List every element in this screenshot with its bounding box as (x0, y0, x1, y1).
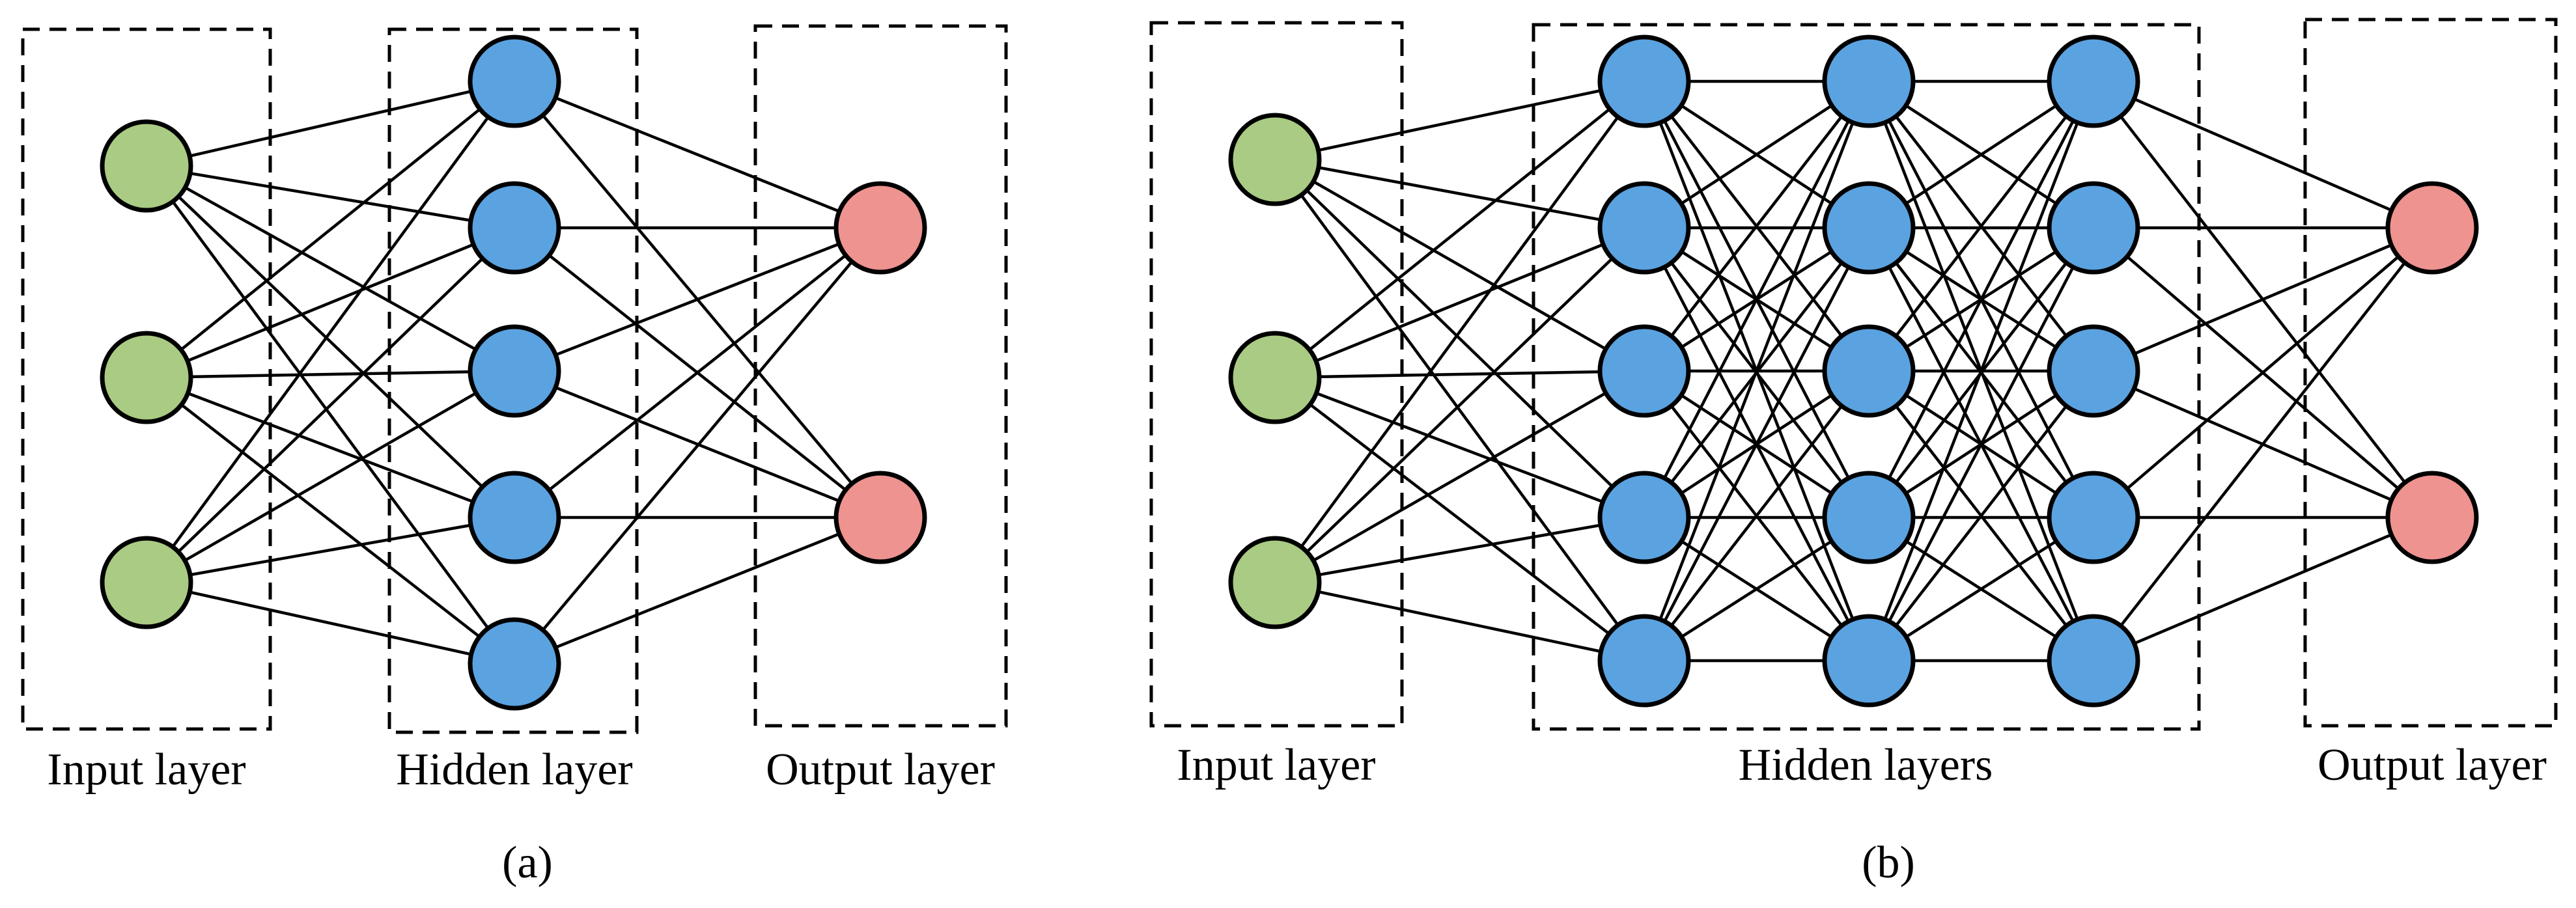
input-neuron-l0-n2 (1228, 536, 1322, 629)
connection-l0-n0-to-l1-n3 (1274, 158, 1645, 519)
connection-l0-n0-to-l1-n1 (1274, 158, 1645, 230)
connection-l0-n0-to-l1-n4 (145, 165, 516, 665)
hidden-neuron-l1-n0 (468, 34, 561, 128)
connection-l0-n0-to-l1-n0 (146, 79, 515, 168)
panel-b-hidden-label: Hidden layers (1739, 740, 1993, 790)
panel-b: Input layer Hidden layers Output layer (… (1149, 18, 2558, 888)
connection-l0-n2-to-l1-n2 (1274, 370, 1645, 584)
input-neuron-l0-n0 (1228, 113, 1322, 206)
connection-l1-n4-to-l2-n1 (514, 516, 881, 666)
panel-b-output-label: Output layer (2317, 740, 2547, 790)
panel-a-hidden-label: Hidden layer (396, 745, 632, 795)
connection-l0-n0-to-l1-n3 (145, 165, 516, 519)
connection-l0-n0-to-l1-n2 (145, 165, 516, 372)
hidden-neuron-l3-n2 (2047, 324, 2140, 418)
connection-l0-n0-to-l1-n1 (146, 164, 515, 230)
connection-l1-n4-to-l2-n0 (1642, 81, 1871, 661)
hidden-neuron-l1-n0 (1597, 34, 1691, 128)
connection-l1-n4-to-l2-n2 (1643, 370, 1870, 662)
connection-l3-n0-to-l4-n0 (2093, 79, 2433, 230)
connection-l3-n4-to-l4-n0 (2092, 227, 2433, 662)
panel-b-input-label: Input layer (1177, 740, 1375, 790)
connection-l0-n2-to-l1-n0 (1274, 80, 1645, 584)
panel-a: Input layer Hidden layer Output layer (a… (21, 24, 1008, 888)
connection-l0-n1-to-l1-n3 (146, 376, 515, 519)
hidden-neuron-l1-n3 (1597, 471, 1691, 564)
panel-b-hidden-layers-box (1532, 23, 2201, 731)
panel-a-neurons (100, 34, 927, 711)
connection-l2-n2-to-l3-n0 (1868, 80, 2095, 372)
panel-a-input-layer-box (21, 27, 272, 731)
output-neuron-l2-n0 (833, 181, 927, 275)
connection-l0-n0-to-l1-n2 (1274, 158, 1645, 372)
panel-b-output-layer-box (2303, 18, 2558, 728)
panel-b-caption: (b) (1862, 838, 1915, 888)
connection-l1-n2-to-l2-n0 (1643, 80, 1870, 372)
input-neuron-l0-n2 (100, 536, 193, 629)
hidden-neuron-l1-n4 (468, 617, 561, 711)
connection-l1-n3-to-l2-n0 (513, 227, 882, 519)
connection-l0-n2-to-l1-n1 (1274, 227, 1645, 584)
connection-l0-n1-to-l1-n4 (145, 376, 516, 665)
connection-l0-n1-to-l1-n2 (146, 369, 515, 379)
hidden-neuron-l2-n0 (1822, 34, 1916, 128)
connection-l0-n0-to-l1-n0 (1274, 79, 1645, 161)
input-neuron-l0-n0 (100, 119, 193, 213)
panel-a-output-layer-box (753, 24, 1008, 728)
hidden-neuron-l3-n4 (2047, 614, 2140, 708)
panel-a-hidden-layer-box (387, 27, 639, 734)
connection-l0-n1-to-l1-n1 (1274, 226, 1645, 379)
connection-l1-n2-to-l2-n0 (514, 226, 881, 373)
connection-l3-n4-to-l4-n1 (2093, 516, 2433, 663)
panel-a-input-label: Input layer (47, 745, 245, 795)
connection-l2-n3-to-l3-n0 (1867, 80, 2095, 519)
connection-l1-n3-to-l2-n0 (1642, 80, 1871, 519)
connection-l3-n3-to-l4-n0 (2092, 227, 2433, 519)
hidden-neuron-l3-n0 (2047, 34, 2140, 128)
connection-l2-n4-to-l3-n0 (1867, 81, 2095, 661)
panel-a-output-label: Output layer (766, 745, 995, 795)
connection-l0-n1-to-l1-n0 (1274, 80, 1645, 379)
connection-l0-n2-to-l1-n1 (145, 227, 516, 584)
panel-a-connections (145, 79, 882, 666)
hidden-neuron-l3-n3 (2047, 471, 2140, 564)
hidden-neuron-l1-n4 (1597, 614, 1691, 708)
connection-l1-n4-to-l2-n1 (1643, 227, 1870, 662)
panel-b-neurons (1228, 34, 2479, 708)
connection-l0-n1-to-l1-n2 (1274, 369, 1645, 379)
connection-l2-n4-to-l3-n1 (1868, 227, 2095, 662)
connection-l0-n1-to-l1-n3 (1274, 376, 1645, 519)
connection-l0-n1-to-l1-n1 (146, 226, 515, 379)
hidden-neuron-l3-n1 (2047, 181, 2140, 275)
connection-l0-n1-to-l1-n0 (145, 80, 516, 379)
output-neuron-l2-n1 (833, 471, 927, 564)
hidden-neuron-l2-n1 (1822, 181, 1916, 275)
hidden-neuron-l2-n2 (1822, 324, 1916, 418)
connection-l1-n0-to-l2-n0 (514, 79, 881, 230)
output-neuron-l4-n1 (2385, 471, 2479, 564)
connection-l3-n2-to-l4-n0 (2093, 226, 2433, 373)
hidden-neuron-l1-n3 (468, 471, 561, 564)
connection-l2-n4-to-l3-n2 (1868, 370, 2095, 662)
output-neuron-l4-n0 (2385, 181, 2479, 275)
connection-l0-n2-to-l1-n2 (145, 370, 516, 584)
connection-l1-n4-to-l2-n0 (513, 227, 882, 665)
connection-l0-n0-to-l1-n4 (1274, 158, 1645, 662)
connection-l0-n2-to-l1-n4 (1274, 581, 1645, 663)
connection-l0-n2-to-l1-n3 (146, 516, 515, 585)
hidden-neuron-l2-n4 (1822, 614, 1916, 708)
connection-l0-n2-to-l1-n0 (145, 80, 516, 584)
hidden-neuron-l2-n3 (1822, 471, 1916, 564)
connection-l0-n2-to-l1-n4 (146, 581, 515, 666)
input-neuron-l0-n1 (100, 331, 193, 424)
hidden-neuron-l1-n1 (1597, 181, 1691, 275)
hidden-neuron-l1-n2 (1597, 324, 1691, 418)
hidden-neuron-l1-n1 (468, 181, 561, 275)
connection-l0-n1-to-l1-n4 (1274, 376, 1645, 662)
panel-a-caption: (a) (502, 838, 553, 888)
hidden-neuron-l1-n2 (468, 324, 561, 418)
connection-l0-n2-to-l1-n3 (1274, 516, 1645, 585)
input-neuron-l0-n1 (1228, 331, 1322, 424)
